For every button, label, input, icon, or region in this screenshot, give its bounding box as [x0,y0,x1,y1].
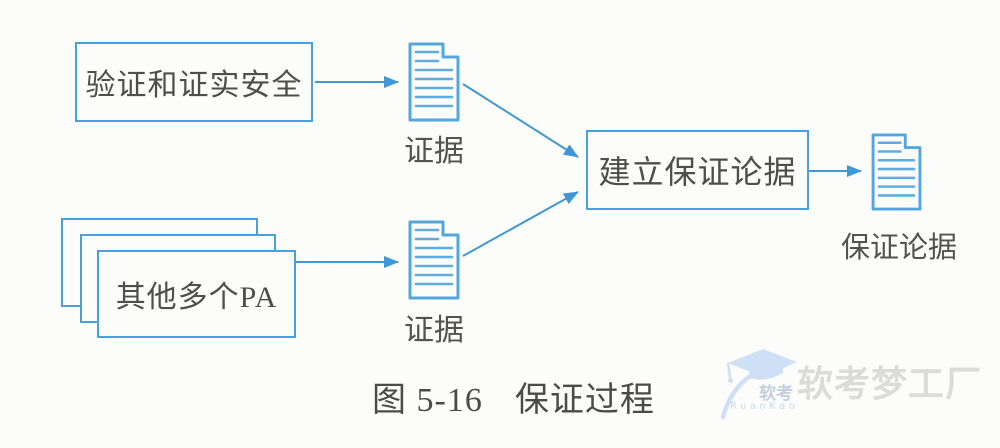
evidence-label-top: 证据 [404,135,464,168]
build-assurance-box: 建立保证论据 [586,130,809,210]
build-assurance-label: 建立保证论据 [598,154,797,190]
other-pa-label: 其他多个PA [115,281,278,314]
evidence-document-top-icon [405,40,463,124]
watermark-logo-en-text: RuanKao [730,401,798,412]
figure-number: 图 5-16 [372,382,483,419]
verify-security-box: 验证和证实安全 [75,42,313,122]
watermark: 软考 RuanKao 软考梦工厂 [713,340,998,428]
pa-stack-card-front: 其他多个PA [97,250,296,338]
evidence-label-bottom: 证据 [404,314,464,347]
assurance-argument-label: 保证论据 [840,232,957,264]
watermark-logo-cn-text: 软考 [759,383,793,404]
evidence-document-bottom-icon [405,218,463,302]
figure-caption: 图 5-16 保证过程 [372,372,655,421]
verify-security-label: 验证和证实安全 [85,69,303,102]
figure-title: 保证过程 [514,382,655,419]
arrow-evidence-top-to-build [462,83,579,158]
assurance-document-icon [868,131,925,213]
arrow-evidence-bottom-to-build [462,191,579,257]
watermark-brand-text: 软考梦工厂 [797,364,983,405]
graduation-cap-icon: 软考 RuanKao [720,349,798,420]
